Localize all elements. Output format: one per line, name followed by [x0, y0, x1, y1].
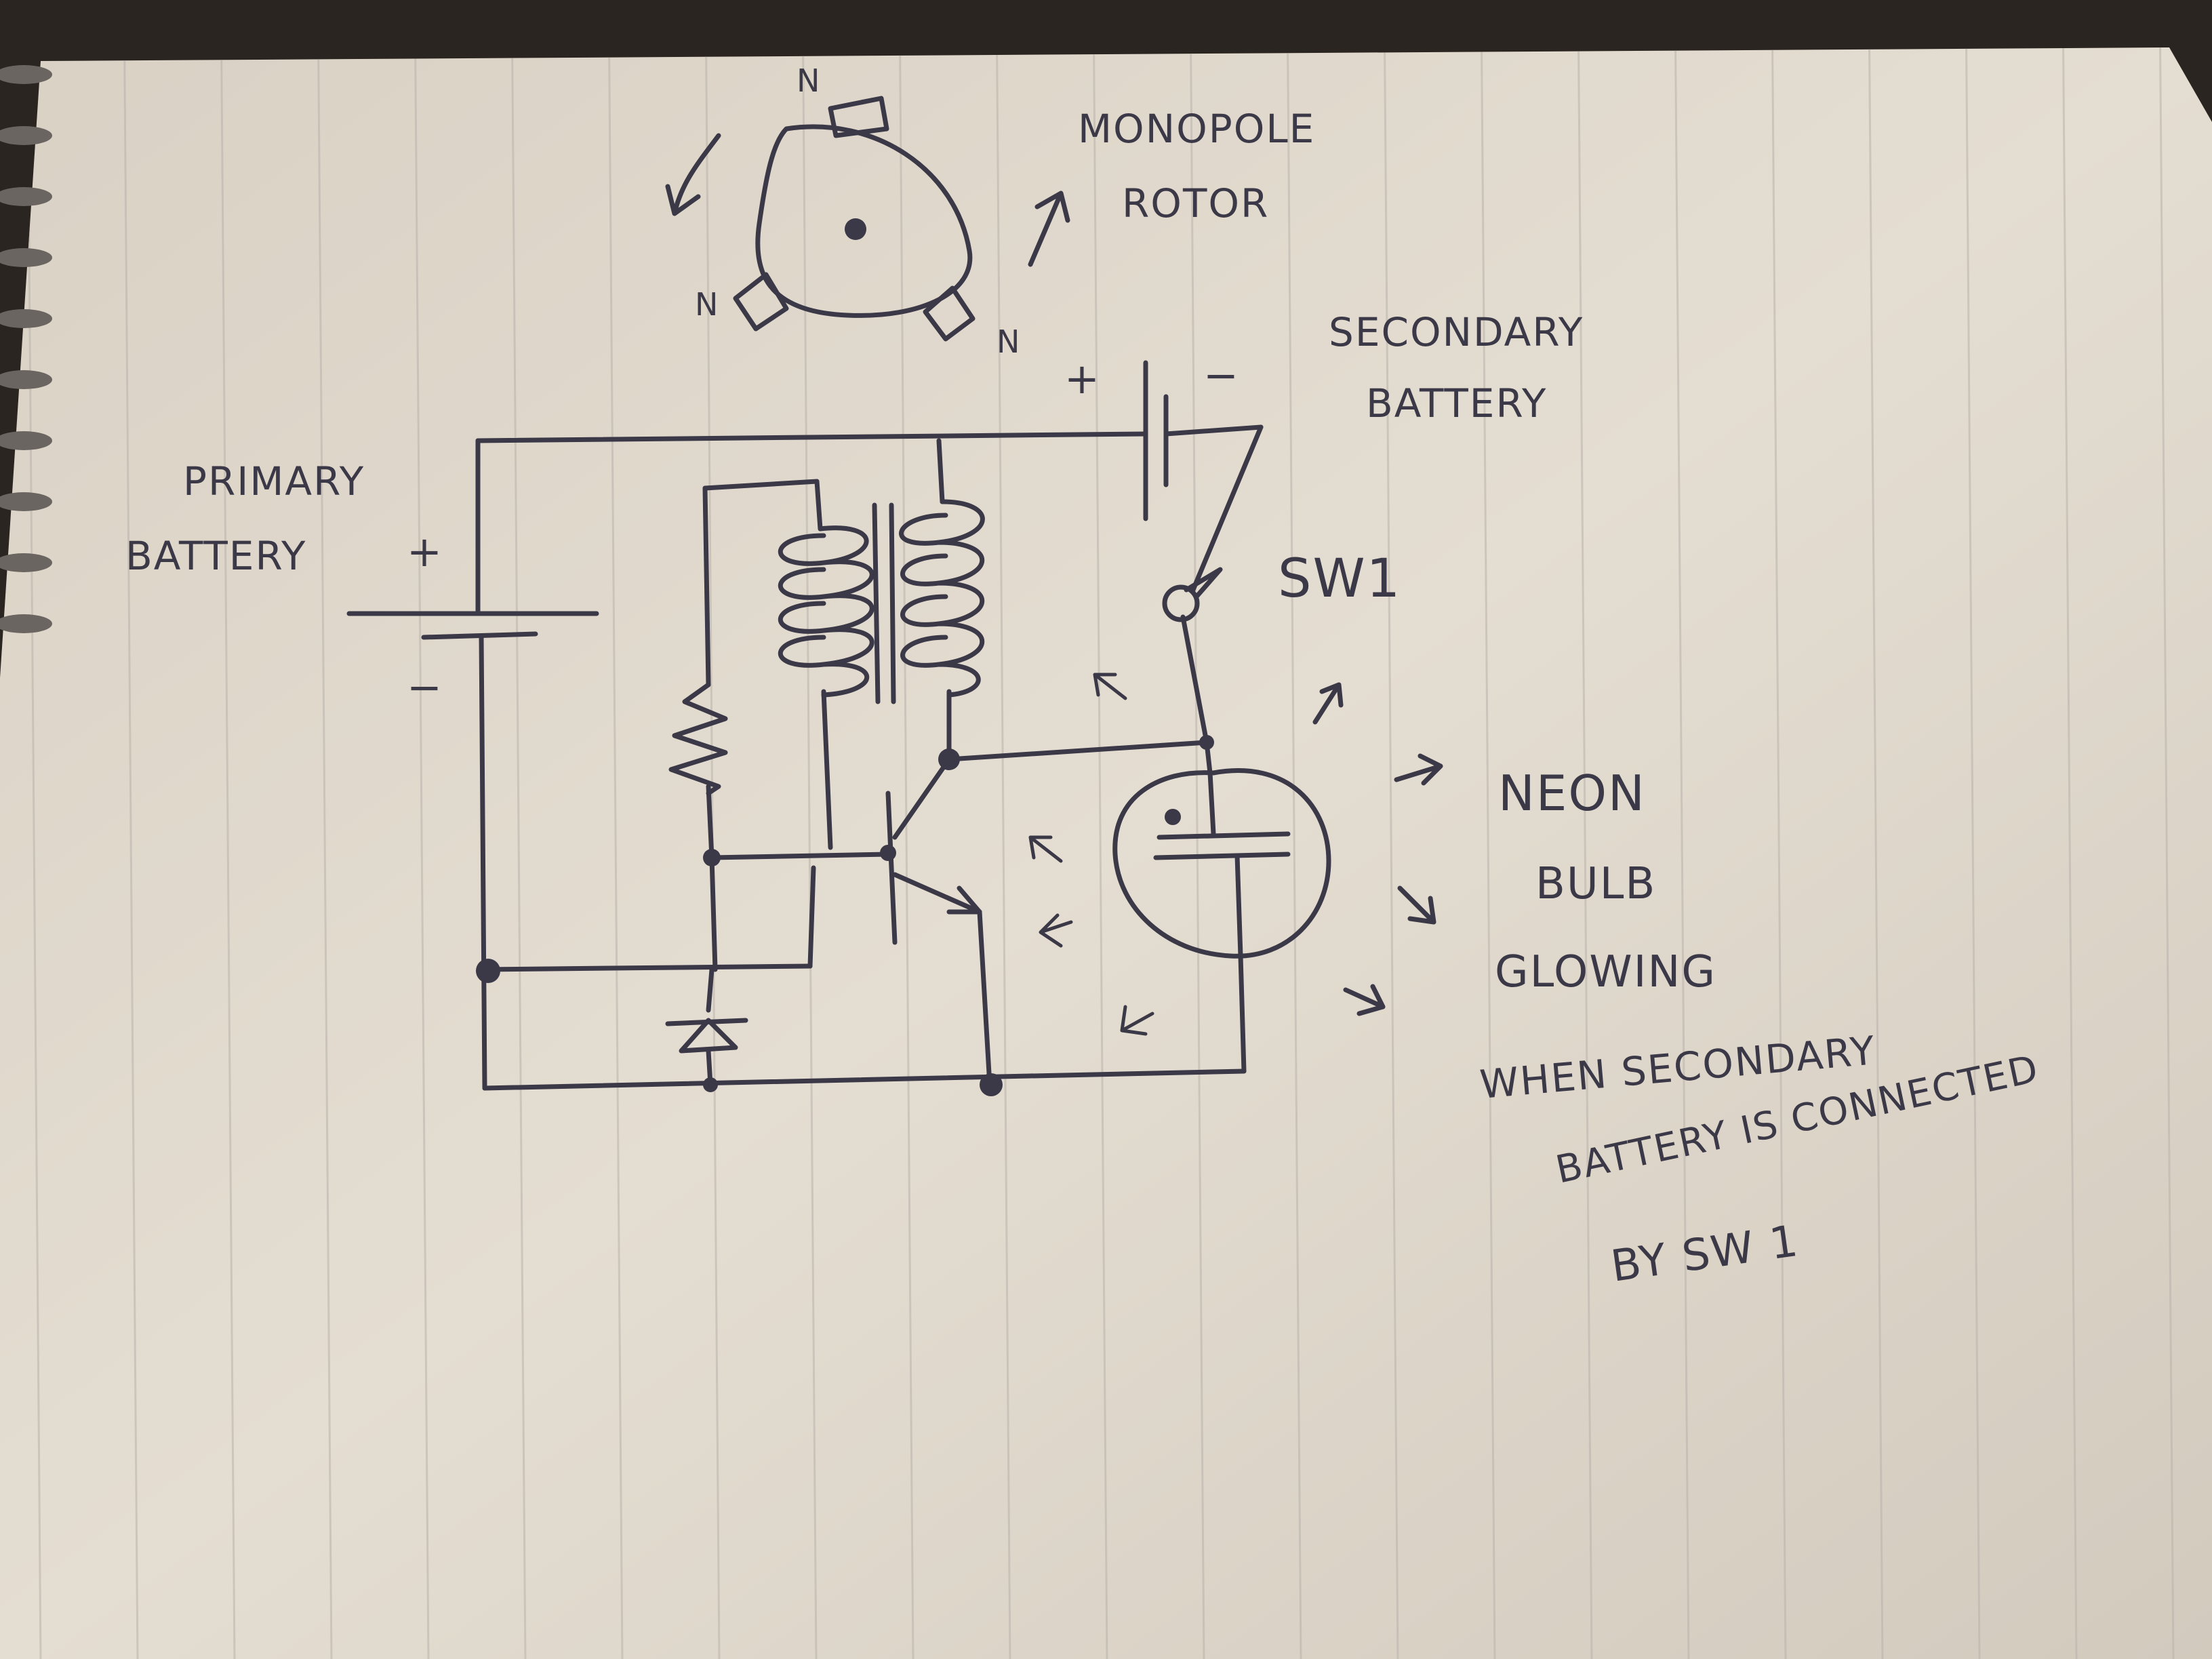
- primary-battery-plus: +: [407, 527, 443, 576]
- circuit-wires: [475, 424, 1264, 1091]
- spiral-binding: [0, 65, 52, 633]
- pole-label-top: N: [797, 62, 821, 99]
- diode: [665, 1018, 748, 1054]
- note-line-2: BULB: [1535, 859, 1656, 909]
- junction-dots: [476, 735, 1214, 1096]
- neon-bulb: [1112, 768, 1331, 959]
- rotor-magnet-left: [733, 272, 789, 332]
- monopole-rotor: [665, 96, 976, 342]
- switch-label: SW1: [1278, 548, 1401, 609]
- secondary-battery: [1143, 360, 1169, 521]
- primary-battery: [346, 611, 599, 640]
- primary-battery-label-line2: BATTERY: [125, 533, 306, 579]
- rotor-label-line1: MONOPOLE: [1078, 106, 1315, 152]
- pole-label-bottom: N: [997, 323, 1021, 360]
- primary-coil: [778, 525, 874, 698]
- switch-sw1: [1162, 567, 1223, 622]
- transformer-core: [872, 502, 896, 704]
- pole-label-left: N: [695, 286, 719, 323]
- rotor-magnet-right: [923, 285, 976, 342]
- resistor: [668, 682, 728, 796]
- secondary-battery-label-line1: SECONDARY: [1329, 309, 1584, 355]
- rotor-label-line2: ROTOR: [1122, 180, 1269, 226]
- secondary-battery-minus: −: [1203, 351, 1240, 400]
- secondary-coil: [899, 499, 985, 698]
- note-line-3: GLOWING: [1495, 947, 1716, 997]
- secondary-battery-plus: +: [1064, 354, 1101, 403]
- glow-arrows: [1312, 682, 1443, 1016]
- rotor-pointer-arrow-icon: [1028, 191, 1070, 267]
- secondary-battery-label-line2: BATTERY: [1366, 380, 1547, 426]
- rotor-axle: [845, 218, 866, 240]
- primary-battery-minus: −: [407, 662, 443, 712]
- current-flow-arrows: [1028, 673, 1154, 1036]
- transistor: [885, 757, 982, 945]
- page-ruling: [0, 47, 2212, 1659]
- rotor-magnet-top: [828, 96, 889, 138]
- rotation-arrow-icon: [665, 133, 721, 216]
- note-line-1: NEON: [1498, 765, 1646, 822]
- primary-battery-label-line1: PRIMARY: [183, 458, 365, 504]
